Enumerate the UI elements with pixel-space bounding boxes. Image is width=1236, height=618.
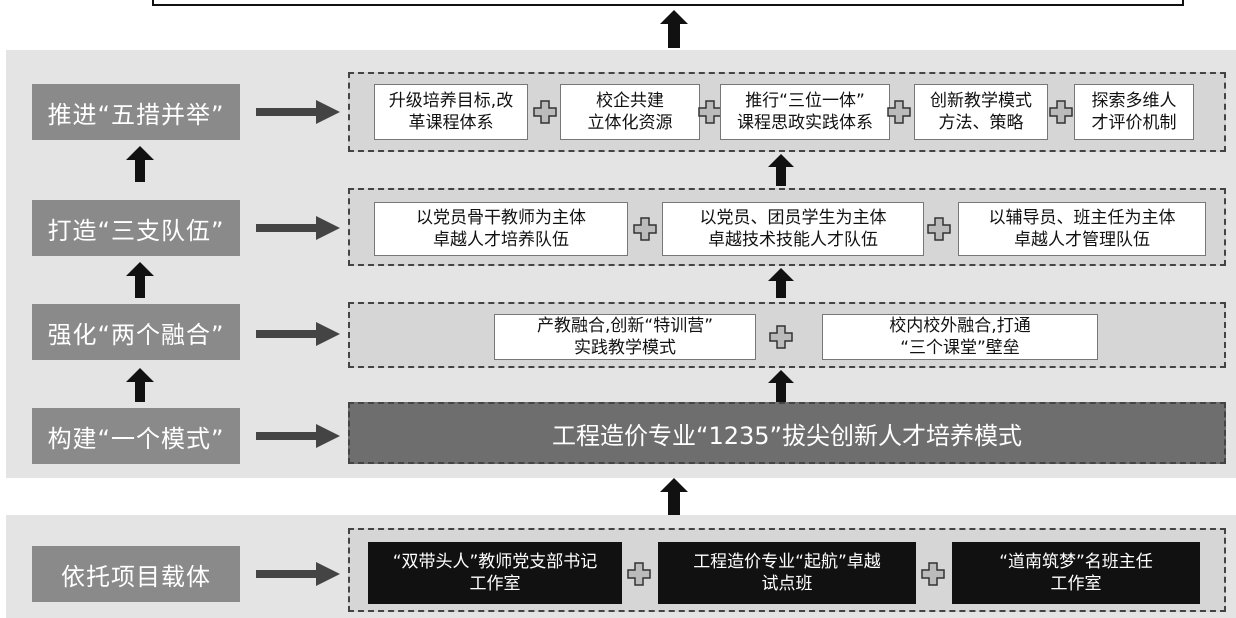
label-wucuo-text: 推进“五措并举” <box>47 100 225 129</box>
plus-icon <box>698 100 722 124</box>
label-liangge-ronghe: 强化“两个融合” <box>32 304 240 360</box>
up-arrow-icon <box>768 268 794 298</box>
label-wucuo-bingju: 推进“五措并举” <box>32 84 240 140</box>
box-wucuo-4: 创新教学模式方法、策略 <box>914 84 1048 140</box>
up-arrow-icon <box>126 262 154 298</box>
box-sanzhi-2: 以党员、团员学生为主体卓越技术技能人才队伍 <box>662 202 924 256</box>
label-yige-moshi: 构建“一个模式” <box>32 408 240 464</box>
box-wucuo-1: 升级培养目标,改革课程体系 <box>374 84 528 140</box>
label-liangge-text: 强化“两个融合” <box>47 320 225 349</box>
up-arrow-icon <box>768 154 794 186</box>
label-sanzhi-text: 打造“三支队伍” <box>47 216 225 245</box>
right-arrow-icon <box>256 216 340 240</box>
box-sanzhi-1: 以党员骨干教师为主体卓越人才培养队伍 <box>374 202 628 256</box>
up-arrow-icon <box>660 10 688 48</box>
up-arrow-icon <box>768 370 794 402</box>
plus-icon <box>633 217 657 241</box>
box-wucuo-3: 推行“三位一体”课程思政实践体系 <box>720 84 890 140</box>
plus-icon <box>927 217 951 241</box>
up-arrow-icon <box>126 146 154 182</box>
plus-icon <box>1049 100 1073 124</box>
box-wucuo-2: 校企共建立体化资源 <box>560 84 700 140</box>
label-xiangmu-zaiti: 依托项目载体 <box>32 546 240 602</box>
box-zaiti-2: 工程造价专业“起航”卓越试点班 <box>658 542 916 604</box>
plus-icon <box>533 100 557 124</box>
plus-icon <box>769 325 793 349</box>
up-arrow-icon <box>126 368 154 402</box>
right-arrow-icon <box>256 100 340 124</box>
main-model-bar: 工程造价专业“1235”拔尖创新人才培养模式 <box>348 402 1226 464</box>
plus-icon <box>627 562 651 586</box>
box-sanzhi-3: 以辅导员、班主任为主体卓越人才管理队伍 <box>958 202 1206 256</box>
plus-icon <box>887 100 911 124</box>
label-yige-text: 构建“一个模式” <box>47 424 225 453</box>
top-outcome-box <box>152 0 1184 6</box>
box-zaiti-3: “道南筑梦”名班主任工作室 <box>952 542 1200 604</box>
right-arrow-icon <box>256 322 340 346</box>
main-model-text: 工程造价专业“1235”拔尖创新人才培养模式 <box>552 421 1022 450</box>
right-arrow-icon <box>256 562 340 586</box>
right-arrow-icon <box>256 424 340 448</box>
box-ronghe-1: 产教融合,创新“特训营”实践教学模式 <box>494 314 756 360</box>
box-wucuo-5: 探索多维人才评价机制 <box>1074 84 1194 140</box>
plus-icon <box>921 562 945 586</box>
label-zaiti-text: 依托项目载体 <box>61 562 211 591</box>
box-zaiti-1: “双带头人”教师党支部书记工作室 <box>368 542 622 604</box>
box-ronghe-2: 校内校外融合,打通“三个课堂”壁垒 <box>822 314 1098 360</box>
up-arrow-icon <box>660 478 688 516</box>
label-sanzhi-duiwu: 打造“三支队伍” <box>32 200 240 256</box>
